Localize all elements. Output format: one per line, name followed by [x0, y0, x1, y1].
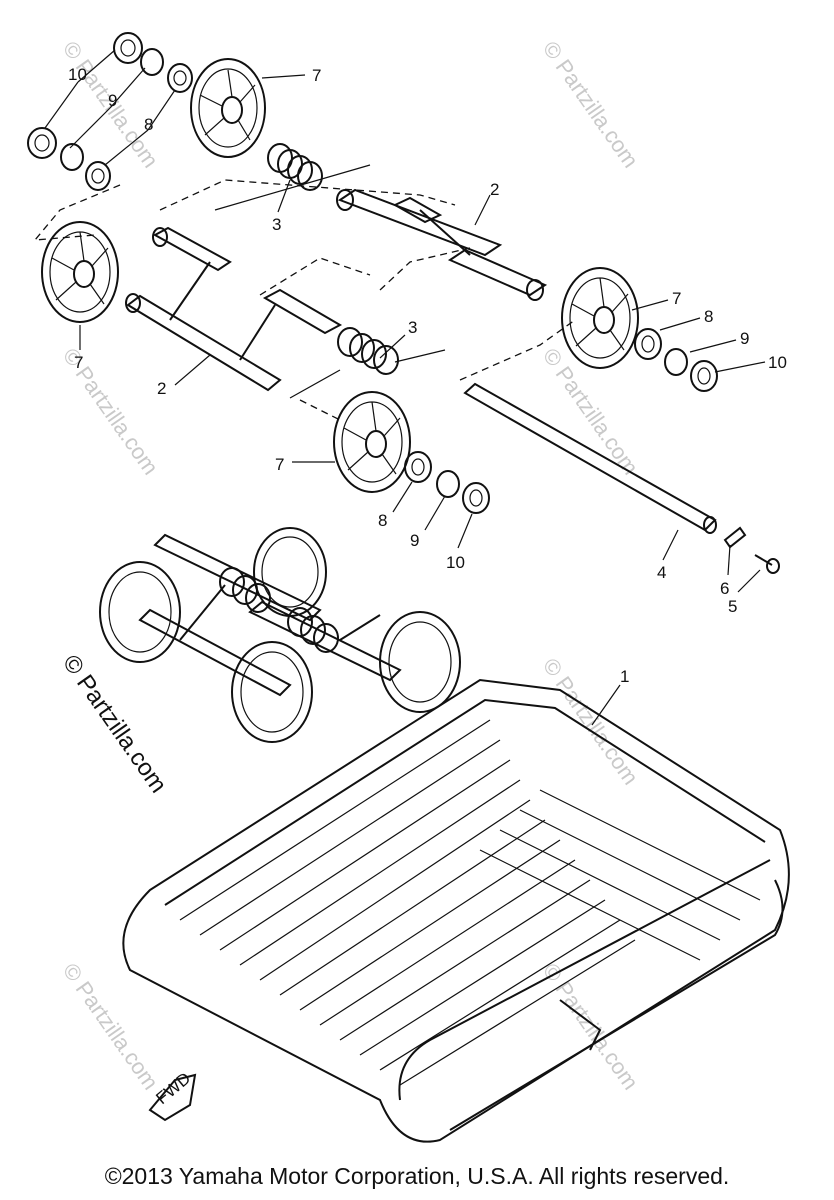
spring-lower [289, 327, 446, 399]
watermarks: © Partzilla.com © Partzilla.com © Partzi… [57, 37, 643, 1095]
label-part-7-top: 7 [312, 66, 321, 85]
label-part-5: 5 [728, 597, 737, 616]
label-part-2-lower: 2 [157, 379, 166, 398]
swing-arm-lower [125, 226, 343, 392]
label-part-3-lower: 3 [408, 318, 417, 337]
assembled-suspension [99, 527, 461, 743]
label-part-7-right: 7 [672, 289, 681, 308]
wheel-right [561, 267, 639, 369]
watermark-dark: © Partzilla.com [57, 650, 172, 798]
label-part-9-right: 9 [740, 329, 749, 348]
watermark-bottom-right: © Partzilla.com [538, 959, 644, 1095]
watermark-top-right: © Partzilla.com [538, 37, 644, 173]
wheel-top [190, 58, 266, 158]
label-part-7-middle: 7 [275, 455, 284, 474]
label-part-8-middle: 8 [378, 511, 387, 530]
label-part-1: 1 [620, 667, 629, 686]
label-part-2-upper: 2 [490, 180, 499, 199]
label-part-8-top-left: 8 [144, 115, 153, 134]
label-part-4: 4 [657, 563, 666, 582]
wheel-left [41, 221, 119, 323]
label-part-9-middle: 9 [410, 531, 419, 550]
leader-lines [44, 49, 766, 726]
assembly-guides [33, 179, 576, 421]
part-labels: 10 9 8 7 3 2 7 2 3 7 8 9 10 7 8 9 10 4 6… [68, 65, 787, 686]
label-part-6: 6 [720, 579, 729, 598]
wheels [41, 58, 639, 493]
label-part-10-middle: 10 [446, 553, 465, 572]
watermark-mid-right: © Partzilla.com [538, 344, 644, 480]
right-hardware [634, 328, 718, 392]
swing-arm-upper [214, 164, 548, 301]
label-part-10-top-left: 10 [68, 65, 87, 84]
long-shaft [463, 382, 780, 574]
label-part-9-top-left: 9 [108, 91, 117, 110]
label-part-10-right: 10 [768, 353, 787, 372]
label-part-3-upper: 3 [272, 215, 281, 234]
copyright-notice: ©2013 Yamaha Motor Corporation, U.S.A. A… [104, 1163, 730, 1189]
track [122, 678, 790, 1143]
label-part-7-left: 7 [74, 353, 83, 372]
spring-upper [267, 143, 323, 191]
label-part-8-right: 8 [704, 307, 713, 326]
middle-hardware [404, 451, 490, 514]
wheel-middle [333, 391, 411, 493]
top-left-hardware [27, 32, 193, 191]
